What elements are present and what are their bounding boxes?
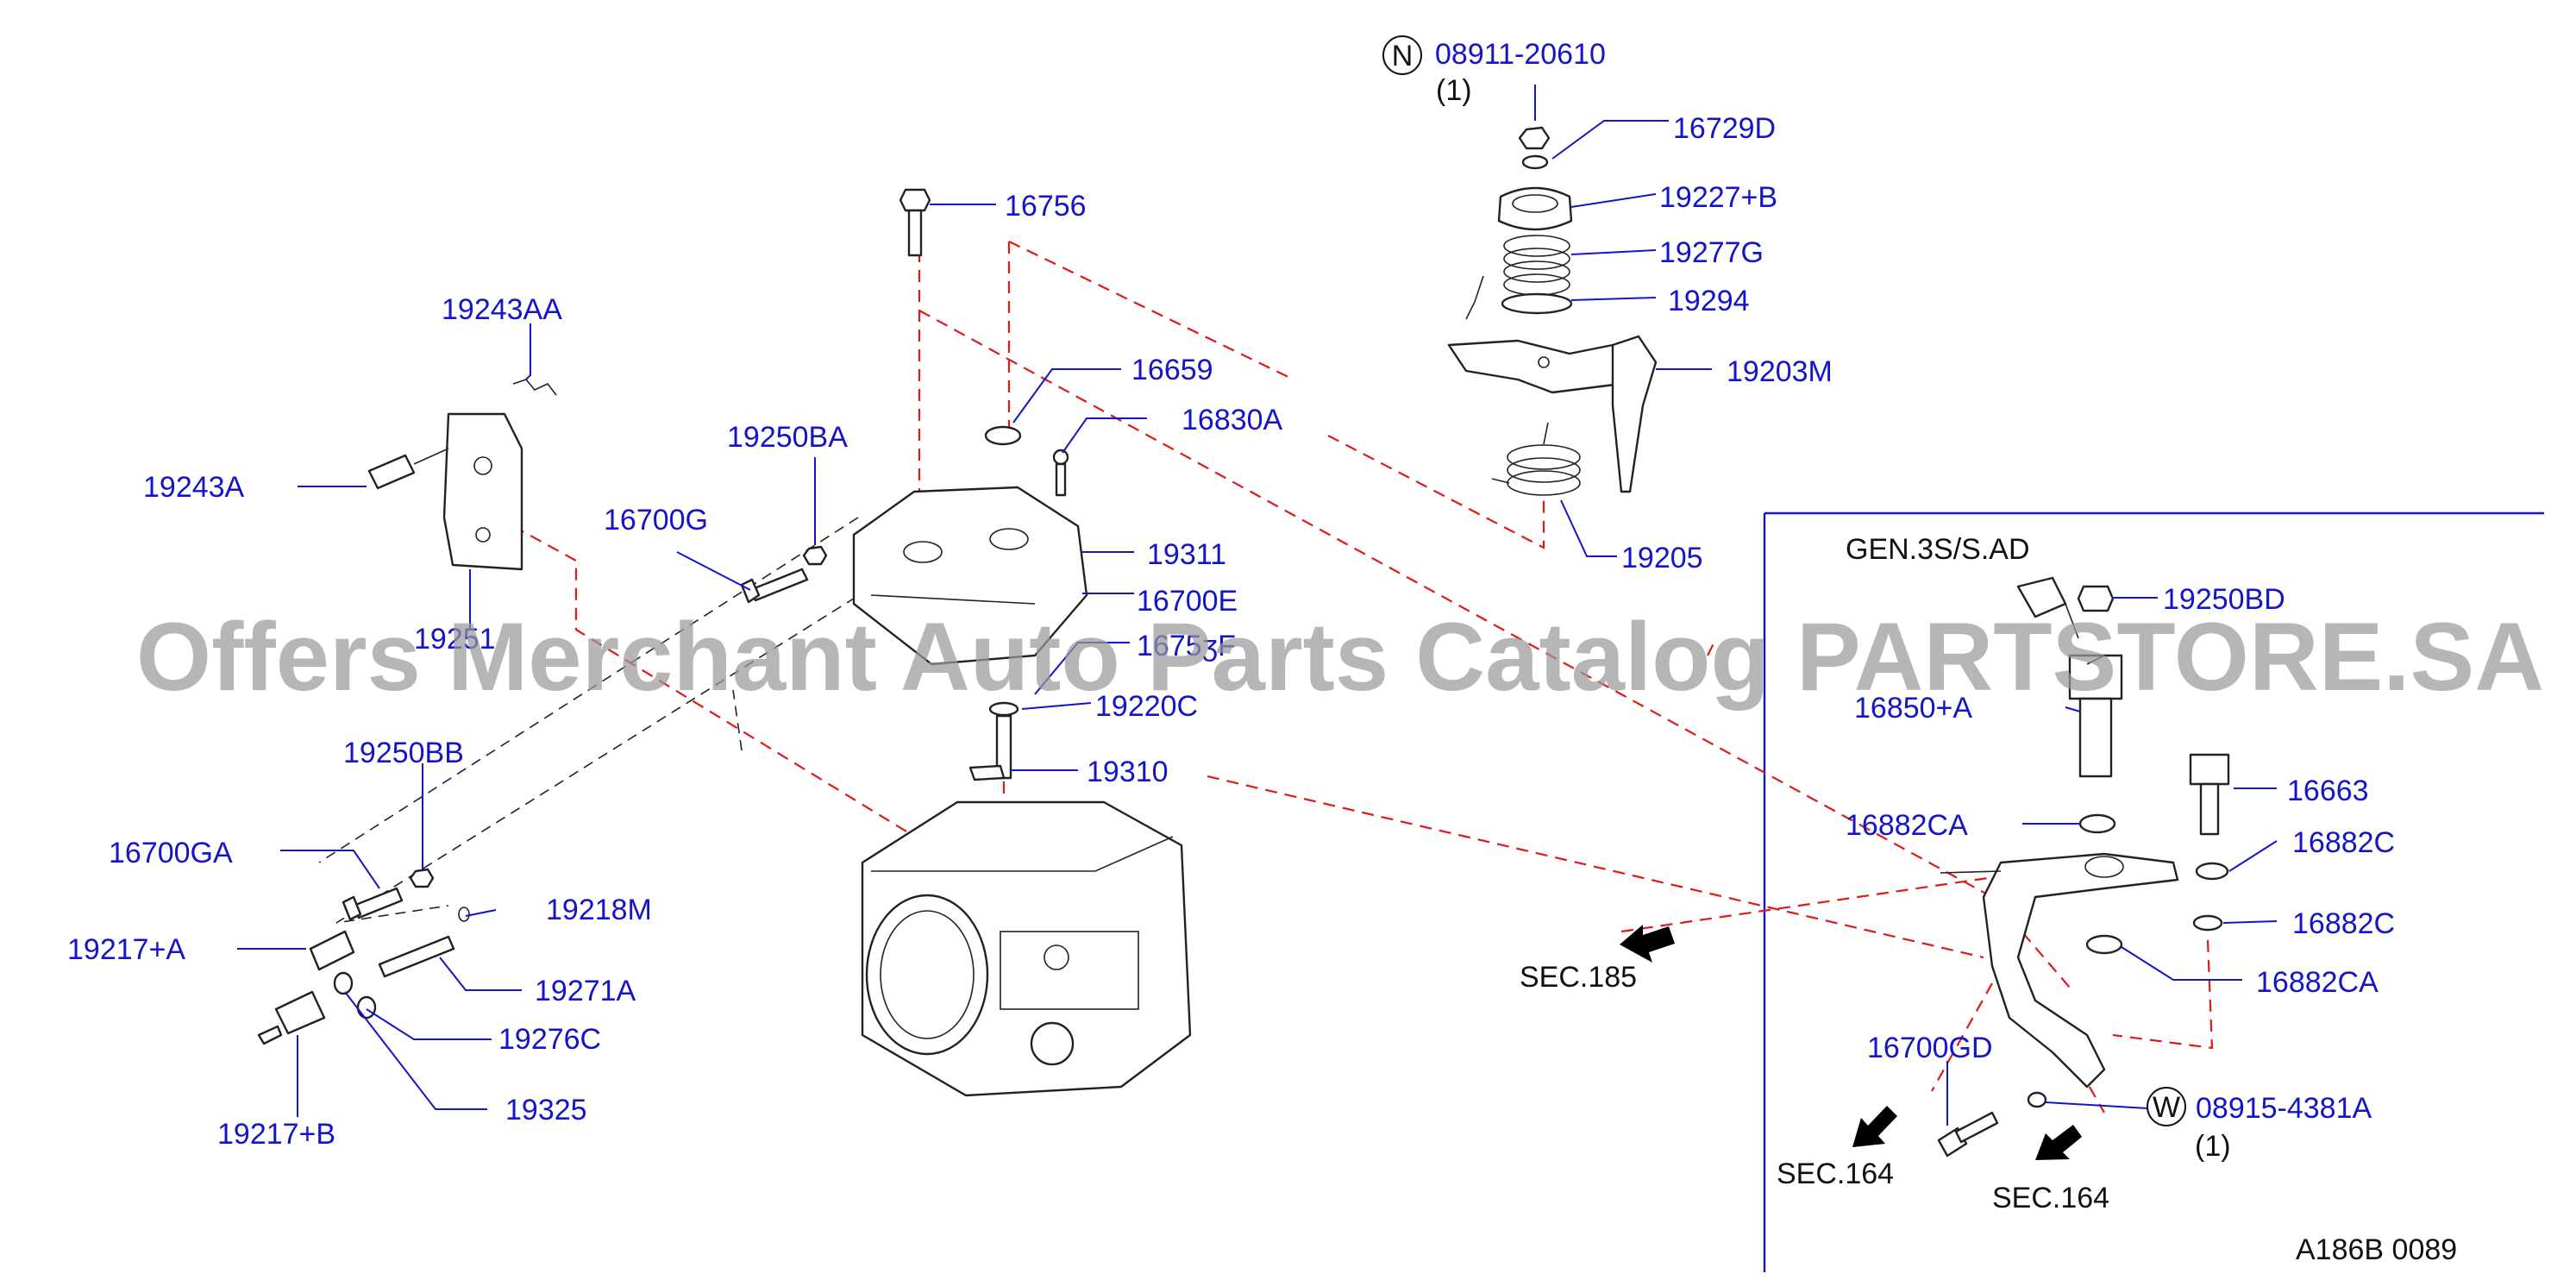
part-label-16882ca-lower[interactable]: 16882CA (2256, 966, 2379, 999)
arrow-icon (1852, 1106, 1897, 1147)
inset-frame (1763, 511, 2544, 1272)
part-label-16729d[interactable]: 16729D (1673, 112, 1776, 145)
arrow-icon (2035, 1125, 2082, 1160)
marker-w-letter: W (2153, 1091, 2180, 1124)
sensor-icon (2068, 654, 2123, 778)
part-label-19205[interactable]: 19205 (1621, 542, 1703, 574)
connector-icon (2016, 576, 2079, 639)
part-label-19220c[interactable]: 19220C (1095, 690, 1198, 723)
coil-spring-icon (1491, 422, 1581, 496)
part-label-16882c-lower[interactable]: 16882C (2292, 907, 2395, 940)
washer-icon (2078, 813, 2229, 955)
bolt-icon (342, 887, 404, 921)
marker-n-letter: N (1392, 40, 1413, 72)
part-label-19294[interactable]: 19294 (1668, 285, 1750, 317)
part-label-16882ca-upper[interactable]: 16882CA (1846, 809, 1968, 842)
watermark: Offers Merchant Auto Parts Catalog PARTS… (136, 603, 2544, 711)
bolt-icon (1052, 449, 1069, 497)
part-label-19217a[interactable]: 19217+A (67, 933, 185, 966)
part-label-16850a[interactable]: 16850+A (1854, 692, 1972, 725)
part-label-16756[interactable]: 16756 (1005, 190, 1087, 223)
part-label-16700ga[interactable]: 16700GA (109, 837, 233, 869)
part-label-19271a[interactable]: 19271A (535, 975, 636, 1007)
part-label-16700gd[interactable]: 16700GD (1867, 1032, 1993, 1064)
section-ref-185[interactable]: SEC.185 (1520, 961, 1637, 994)
part-labels: 08911-20610 (1) 16729D 19227+B 19277G 19… (67, 38, 2395, 1163)
adjust-screw-icon (367, 448, 449, 490)
part-label-19203m[interactable]: 19203M (1727, 355, 1833, 388)
part-label-19250bb[interactable]: 19250BB (343, 737, 464, 769)
section-ref-164-right[interactable]: SEC.164 (1992, 1182, 2109, 1214)
quantity-08915: (1) (2195, 1130, 2231, 1163)
fitting-icon (309, 930, 355, 971)
washer-icon (1521, 154, 1549, 170)
control-lever-icon (1447, 275, 1658, 493)
part-label-19311[interactable]: 19311 (1147, 538, 1226, 571)
hex-nut-icon (802, 545, 828, 566)
part-label-16663[interactable]: 16663 (2287, 775, 2369, 807)
part-label-16882c-upper[interactable]: 16882C (2292, 826, 2395, 859)
diagram-code: A186B 0089 (2296, 1233, 2457, 1266)
part-label-1675xf[interactable]: 1675ʒF (1137, 630, 1236, 662)
bolt-icon (1937, 1111, 1999, 1158)
callout-lines (237, 85, 2278, 1126)
hex-nut-icon (409, 868, 435, 888)
part-label-19250bd[interactable]: 19250BD (2163, 583, 2285, 616)
part-label-19243a[interactable]: 19243A (143, 471, 245, 504)
alignment-lines (318, 517, 915, 924)
part-label-19251[interactable]: 19251 (414, 623, 496, 656)
governor-cover-icon (852, 486, 1088, 666)
bolt-icon (899, 188, 931, 257)
hex-nut-icon (1518, 126, 1551, 150)
part-label-16830a[interactable]: 16830A (1181, 404, 1283, 436)
section-references: SEC.185 SEC.164 SEC.164 (1520, 961, 2109, 1214)
throttle-body-icon (861, 800, 1192, 1097)
section-ref-164-left[interactable]: SEC.164 (1777, 1158, 1894, 1190)
spring-rod-icon (378, 907, 470, 978)
arrow-icon (1620, 925, 1675, 963)
part-label-19218m[interactable]: 19218M (546, 894, 652, 926)
part-label-16659[interactable]: 16659 (1131, 354, 1213, 386)
inset-title: GEN.3S/S.AD (1846, 533, 2030, 566)
washer-icon (984, 425, 1022, 446)
bracket-icon (442, 412, 523, 571)
part-label-08911-20610[interactable]: 08911-20610 (1435, 38, 1606, 71)
coil-spring-icon (1503, 235, 1570, 296)
spring-clip-icon (512, 379, 557, 396)
spring-seat-icon (1497, 186, 1573, 231)
shaft-icon (968, 714, 1012, 781)
part-label-19250ba[interactable]: 19250BA (727, 421, 848, 454)
part-label-19227b[interactable]: 19227+B (1659, 181, 1777, 214)
bolt-icon (740, 568, 809, 604)
part-label-19325[interactable]: 19325 (505, 1094, 587, 1126)
marker-n: N (1382, 35, 1422, 75)
washer-icon (1501, 292, 1573, 315)
fitting-icon (257, 990, 326, 1045)
part-label-19243aa[interactable]: 19243AA (442, 293, 562, 326)
part-label-16700e[interactable]: 16700E (1137, 585, 1238, 618)
washer-icon (2027, 1091, 2047, 1108)
part-label-16700g[interactable]: 16700G (604, 504, 708, 536)
marker-w: W (2147, 1087, 2186, 1126)
part-label-19217b[interactable]: 19217+B (217, 1118, 335, 1151)
part-label-19277g[interactable]: 19277G (1659, 236, 1764, 269)
water-pipe-icon (1940, 852, 2179, 1089)
part-label-19310[interactable]: 19310 (1087, 756, 1169, 788)
bolt-icon (2189, 753, 2230, 836)
part-label-19276c[interactable]: 19276C (498, 1023, 601, 1056)
hex-nut-icon (2077, 585, 2115, 612)
part-label-08915-4381a[interactable]: 08915-4381A (2196, 1092, 2372, 1125)
quantity-08911: (1) (1436, 74, 1472, 107)
